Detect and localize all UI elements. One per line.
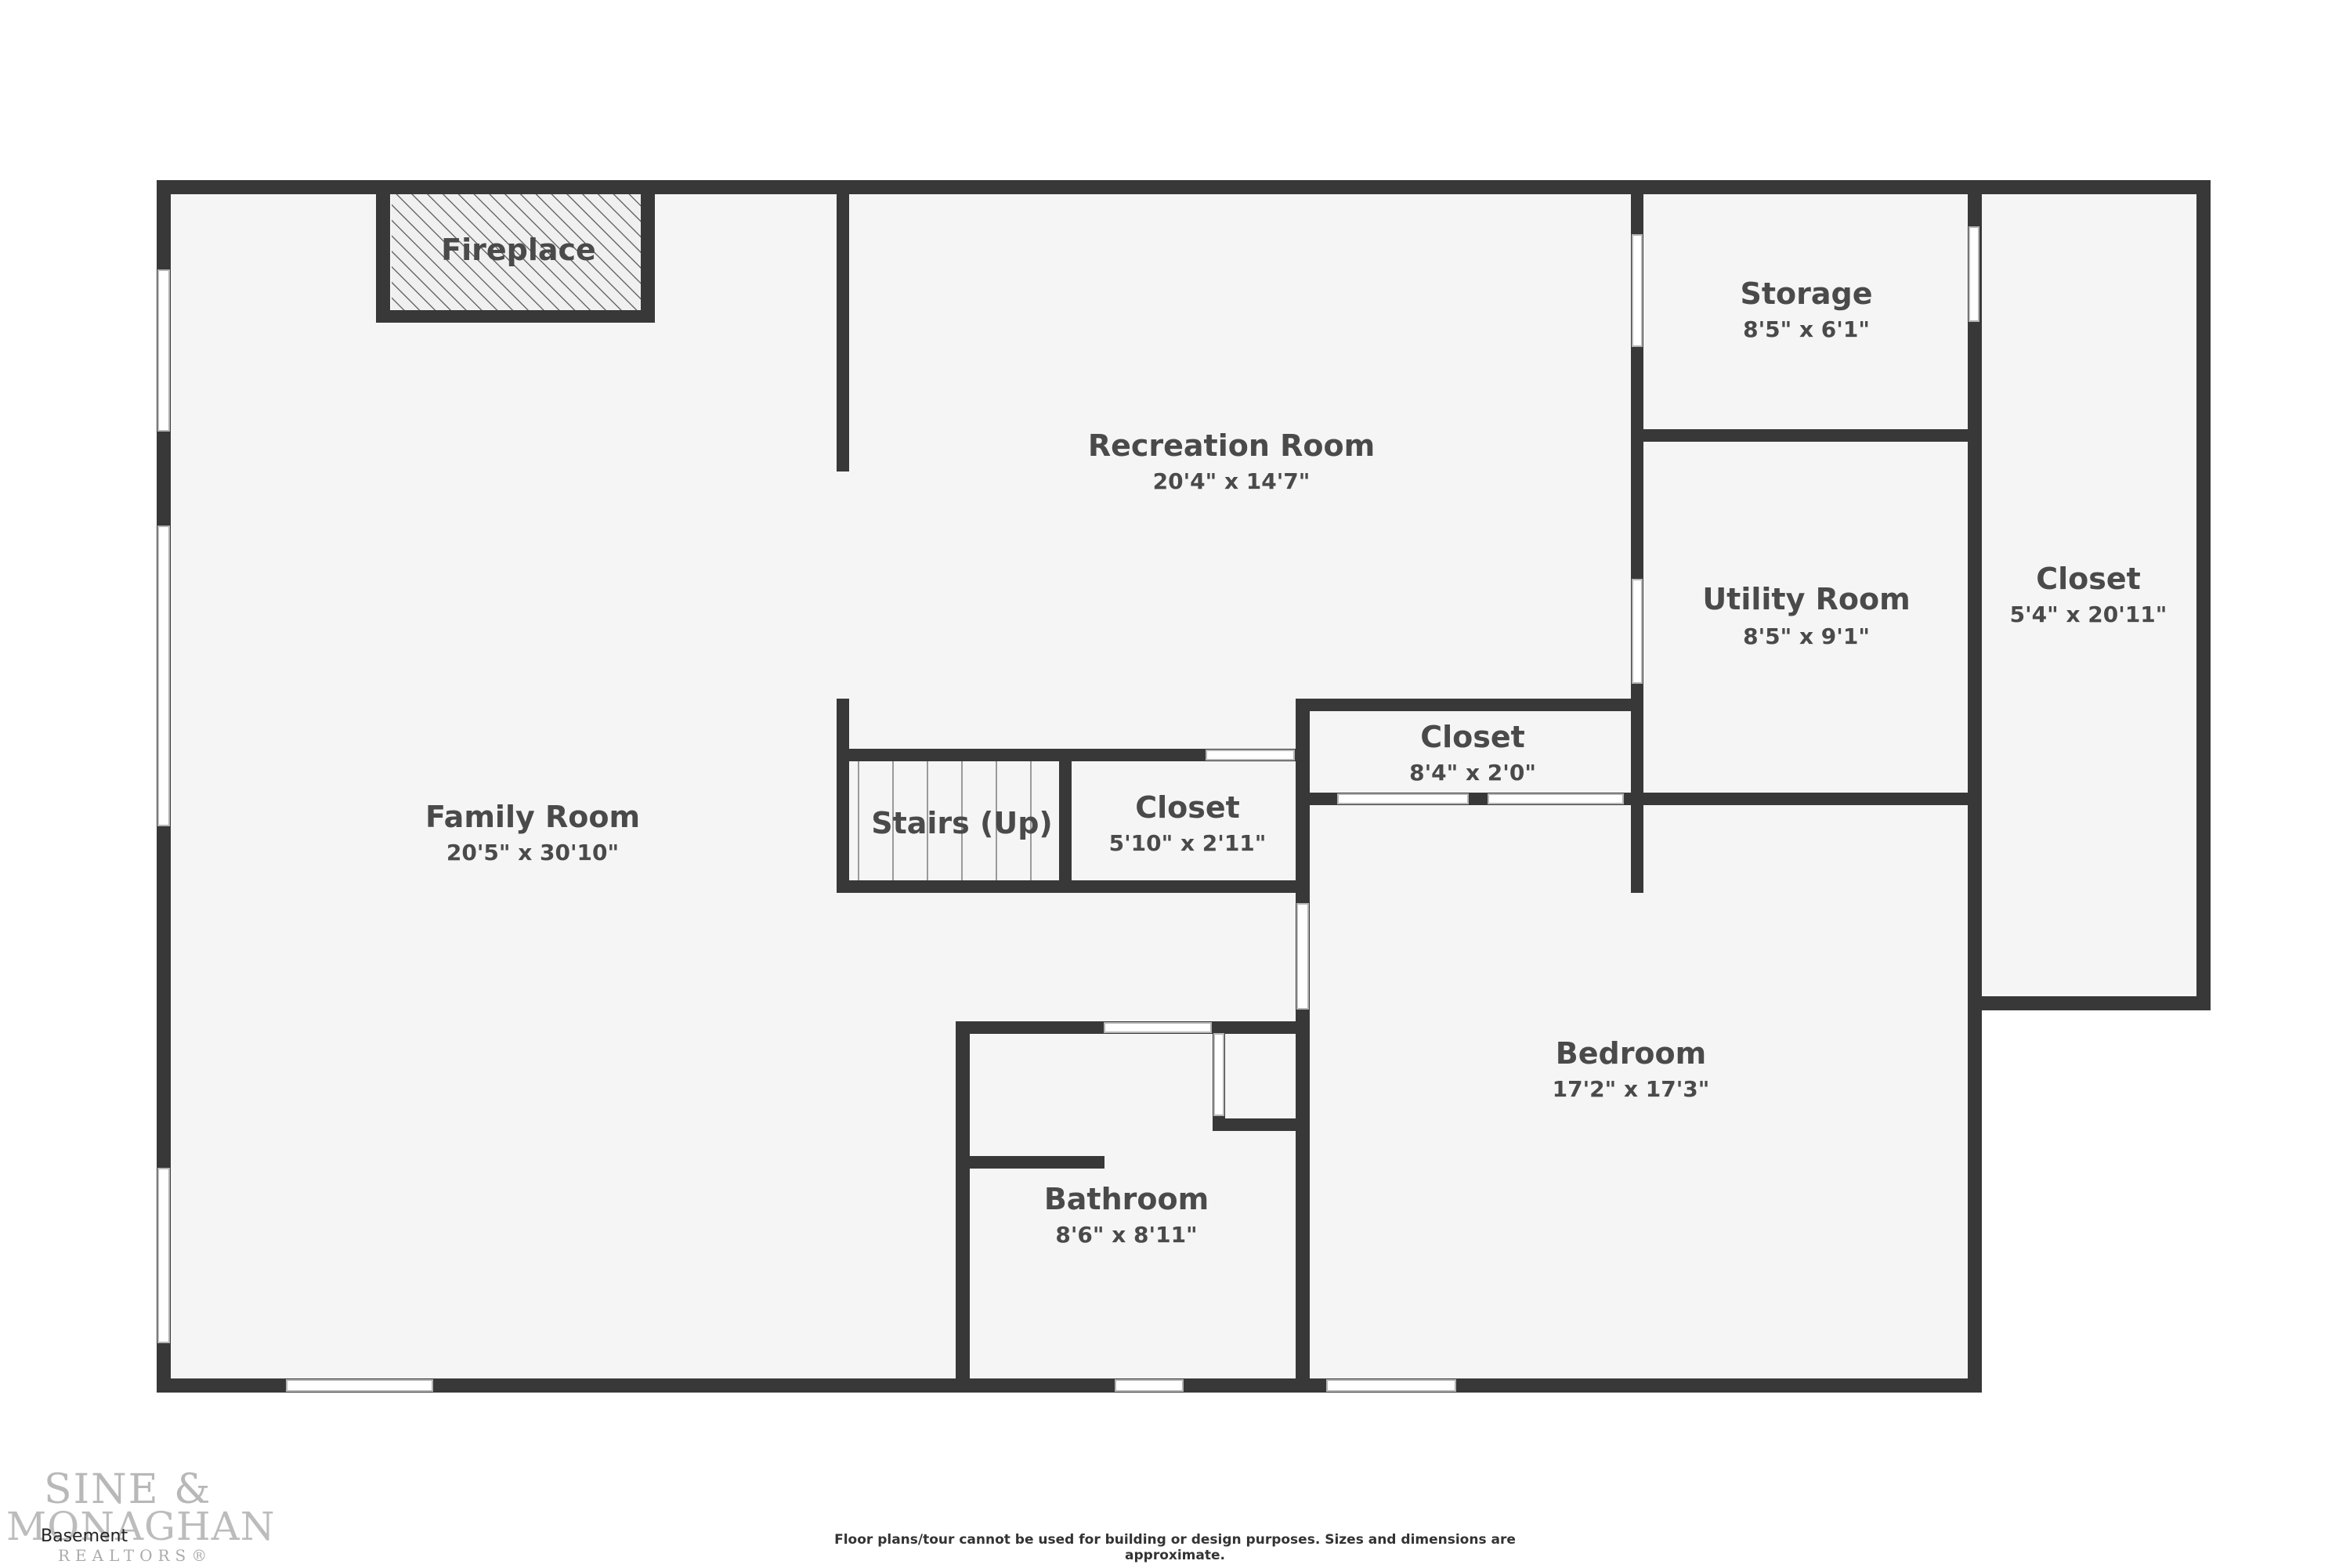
- family-room-dims: 20'5" x 30'10": [446, 840, 619, 865]
- bathroom-name: Bathroom: [1044, 1182, 1209, 1216]
- logo-line-1: SINE &: [44, 1466, 212, 1513]
- fireplace-label: Fireplace: [441, 233, 596, 267]
- bedroom-dims: 17'2" x 17'3": [1553, 1076, 1710, 1102]
- logo-line-3: REALTORS®: [58, 1546, 213, 1565]
- closet-stairs-dims: 5'10" x 2'11": [1109, 830, 1267, 856]
- logo-line-2: MONAGHAN: [6, 1504, 276, 1549]
- storage-name: Storage: [1741, 276, 1873, 311]
- recreation-room-dims: 20'4" x 14'7": [1153, 468, 1311, 494]
- family-room-name: Family Room: [425, 800, 640, 834]
- stairs-treads: [858, 761, 1032, 880]
- utility-room-name: Utility Room: [1702, 582, 1910, 616]
- closet-east-name: Closet: [2036, 562, 2141, 596]
- closet-east-dims: 5'4" x 20'11": [2010, 602, 2167, 627]
- disclaimer-text: Floor plans/tour cannot be used for buil…: [834, 1532, 1516, 1563]
- floor-level-label: Basement: [41, 1526, 128, 1546]
- recreation-room-name: Recreation Room: [1088, 428, 1375, 463]
- floor-fill: [164, 188, 2201, 1386]
- bathroom-dims: 8'6" x 8'11": [1055, 1222, 1197, 1248]
- windows: [157, 269, 1456, 1392]
- bedroom-name: Bedroom: [1556, 1036, 1707, 1071]
- stairs-label: Stairs (Up): [871, 806, 1053, 840]
- storage-dims: 8'5" x 6'1": [1743, 316, 1870, 342]
- utility-room-dims: 8'5" x 9'1": [1743, 623, 1870, 649]
- closet-bedroom-name: Closet: [1420, 720, 1525, 754]
- brokerage-logo: SINE & MONAGHAN REALTORS®: [6, 1466, 274, 1568]
- closet-stairs-name: Closet: [1135, 790, 1240, 825]
- closet-bedroom-dims: 8'4" x 2'0": [1409, 760, 1536, 786]
- fireplace-hatch: [392, 192, 642, 317]
- room-labels: Fireplace Recreation Room 20'4" x 14'7" …: [425, 233, 2167, 1248]
- doors: [1104, 226, 1979, 1116]
